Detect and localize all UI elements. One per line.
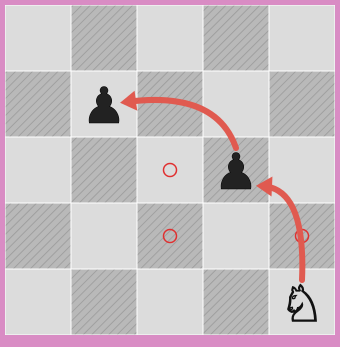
square-d5[interactable]: [203, 5, 269, 71]
square-d4[interactable]: [203, 71, 269, 137]
square-c3[interactable]: [137, 137, 203, 203]
square-a2[interactable]: [5, 203, 71, 269]
square-e5[interactable]: [269, 5, 335, 71]
square-a1[interactable]: [5, 269, 71, 335]
square-a3[interactable]: [5, 137, 71, 203]
square-c1[interactable]: [137, 269, 203, 335]
square-b5[interactable]: [71, 5, 137, 71]
square-c5[interactable]: [137, 5, 203, 71]
white-knight-e1[interactable]: ♘: [280, 275, 325, 333]
square-c2[interactable]: [137, 203, 203, 269]
square-a5[interactable]: [5, 5, 71, 71]
black-pawn-d3[interactable]: ♟: [214, 143, 259, 201]
square-d1[interactable]: [203, 269, 269, 335]
square-b1[interactable]: [71, 269, 137, 335]
black-pawn-b4[interactable]: ♟: [82, 77, 127, 135]
square-b3[interactable]: [71, 137, 137, 203]
square-d2[interactable]: [203, 203, 269, 269]
chess-board[interactable]: ♟ ♟ ♘: [5, 5, 335, 335]
square-a4[interactable]: [5, 71, 71, 137]
board-canvas[interactable]: ♟ ♟ ♘: [5, 5, 335, 335]
square-b2[interactable]: [71, 203, 137, 269]
square-e4[interactable]: [269, 71, 335, 137]
